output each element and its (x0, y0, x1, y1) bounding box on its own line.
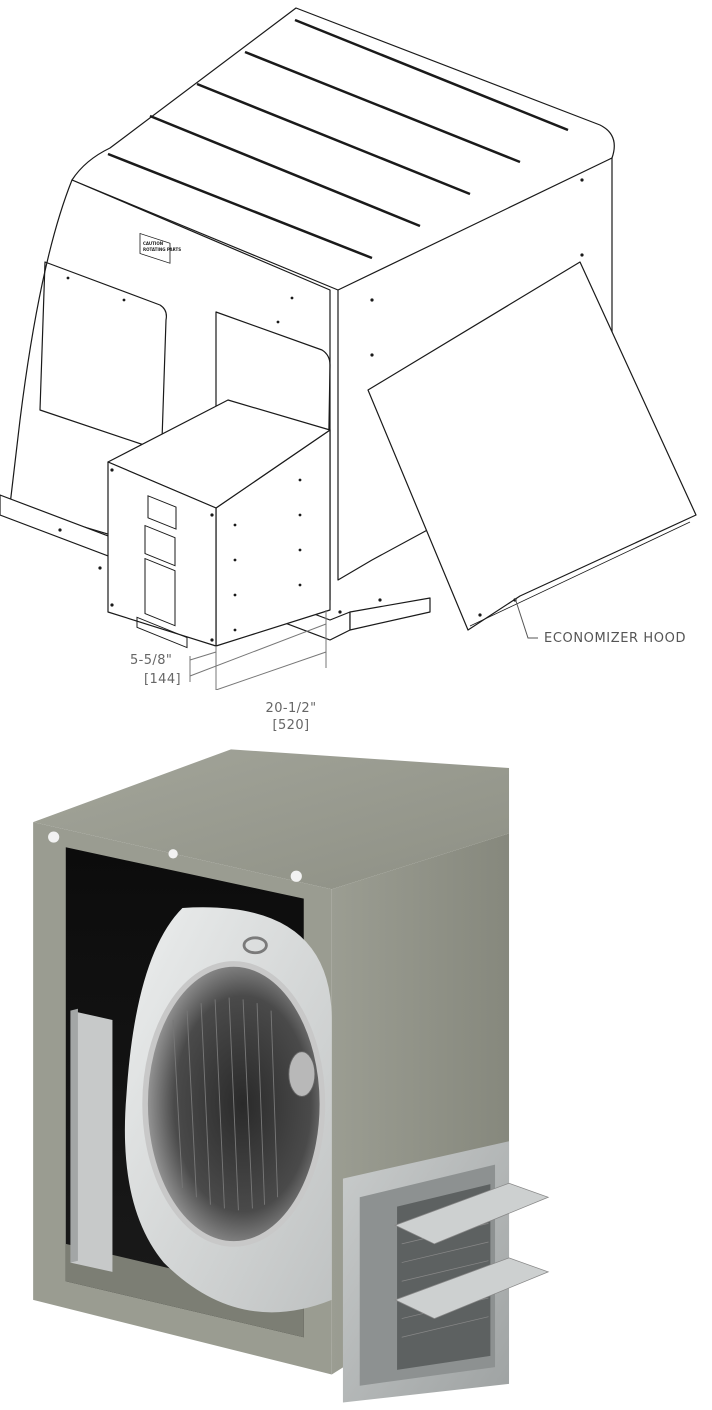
fastener-dots (58, 178, 584, 642)
left-mount-bracket (70, 1010, 113, 1272)
dimension-lines (189, 610, 327, 690)
economizer-hood-callout: ECONOMIZER HOOD (544, 631, 686, 646)
dimension-height-inch: 5-5/8" (130, 653, 172, 668)
blower-wheel-blades (172, 997, 279, 1211)
cabinet-top (33, 749, 510, 890)
pull-ring (242, 936, 268, 955)
rooftop-unit-line-drawing: CAUTION ROTATING PARTS ECONOMIZER HOOD 5… (0, 7, 697, 690)
economizer-callout-leader (514, 597, 538, 639)
dimension-height-mm: [144] (144, 672, 181, 687)
economizer-hood (367, 261, 697, 631)
damper-blade-lower (394, 1257, 550, 1319)
dimension-depth-mm-label: [520] (272, 718, 310, 733)
caution-label: CAUTION ROTATING PARTS (139, 232, 181, 264)
dimension-depth-inch-label: 20-1/2" (265, 701, 317, 716)
mounting-holes (48, 831, 302, 882)
blower-assembly-render (33, 749, 550, 1403)
motor-hub (288, 1051, 316, 1097)
roof-rails (107, 18, 569, 260)
caution-label-subtitle: ROTATING PARTS (143, 247, 181, 252)
damper-blade-upper (394, 1182, 550, 1245)
dimension-depth-labels: 20-1/2" [520] (246, 700, 336, 734)
caution-label-title: CAUTION (143, 241, 163, 246)
